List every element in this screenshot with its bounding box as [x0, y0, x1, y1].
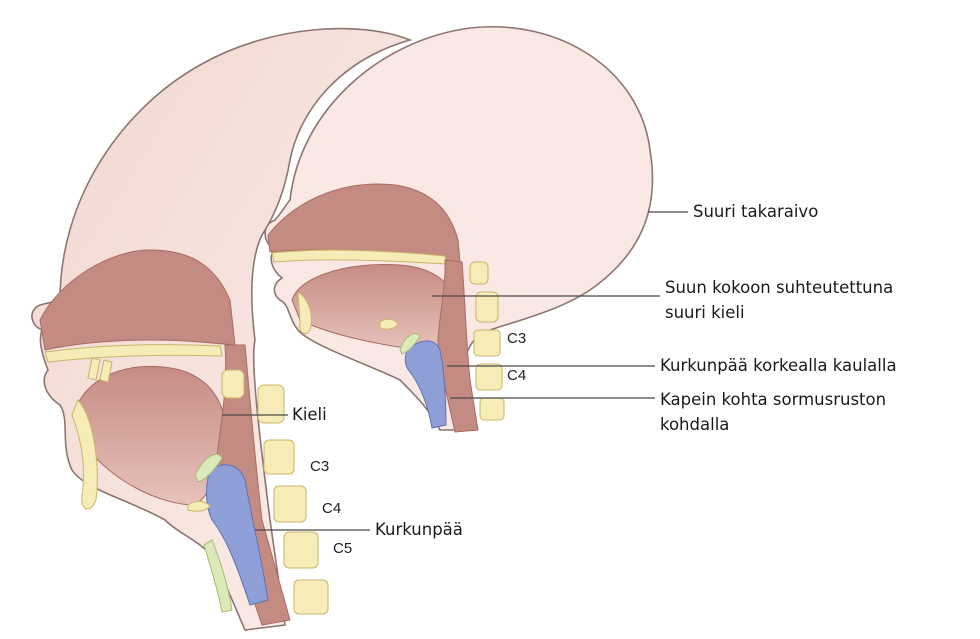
label-larynx: Kurkunpää [375, 517, 463, 543]
infant-vertebra-c1 [470, 262, 488, 284]
adult-vertebra-c5 [284, 532, 318, 568]
adult-vertebra-c1 [222, 370, 244, 398]
adult-vertebra-c3 [264, 440, 294, 474]
adult-vertebra-c6 [294, 580, 328, 614]
infant-vertebra-c4 [476, 364, 502, 390]
infant-vertebra-c3 [474, 330, 500, 356]
label-tongue: Kieli [292, 402, 327, 428]
adult-vertebra-label-c3: C3 [310, 458, 329, 475]
infant-vertebra-label-c3: C3 [507, 330, 526, 347]
adult-vertebra-label-c4: C4 [322, 500, 341, 517]
adult-vertebra-c2 [258, 385, 284, 423]
label-narrowest-line1: Kapein kohta sormusruston [660, 387, 886, 413]
label-tongue-large-line2: suuri kieli [665, 300, 745, 326]
adult-vertebra-c4 [274, 486, 306, 522]
adult-vertebra-label-c5: C5 [333, 540, 352, 557]
label-larynx-high: Kurkunpää korkealla kaulalla [660, 353, 897, 379]
label-narrowest-line2: kohdalla [660, 412, 729, 438]
label-occiput: Suuri takaraivo [693, 199, 818, 225]
infant-vertebra-label-c4: C4 [507, 367, 526, 384]
label-tongue-large-line1: Suun kokoon suhteutettuna [665, 275, 893, 301]
infant-vertebra-c5 [480, 398, 504, 420]
